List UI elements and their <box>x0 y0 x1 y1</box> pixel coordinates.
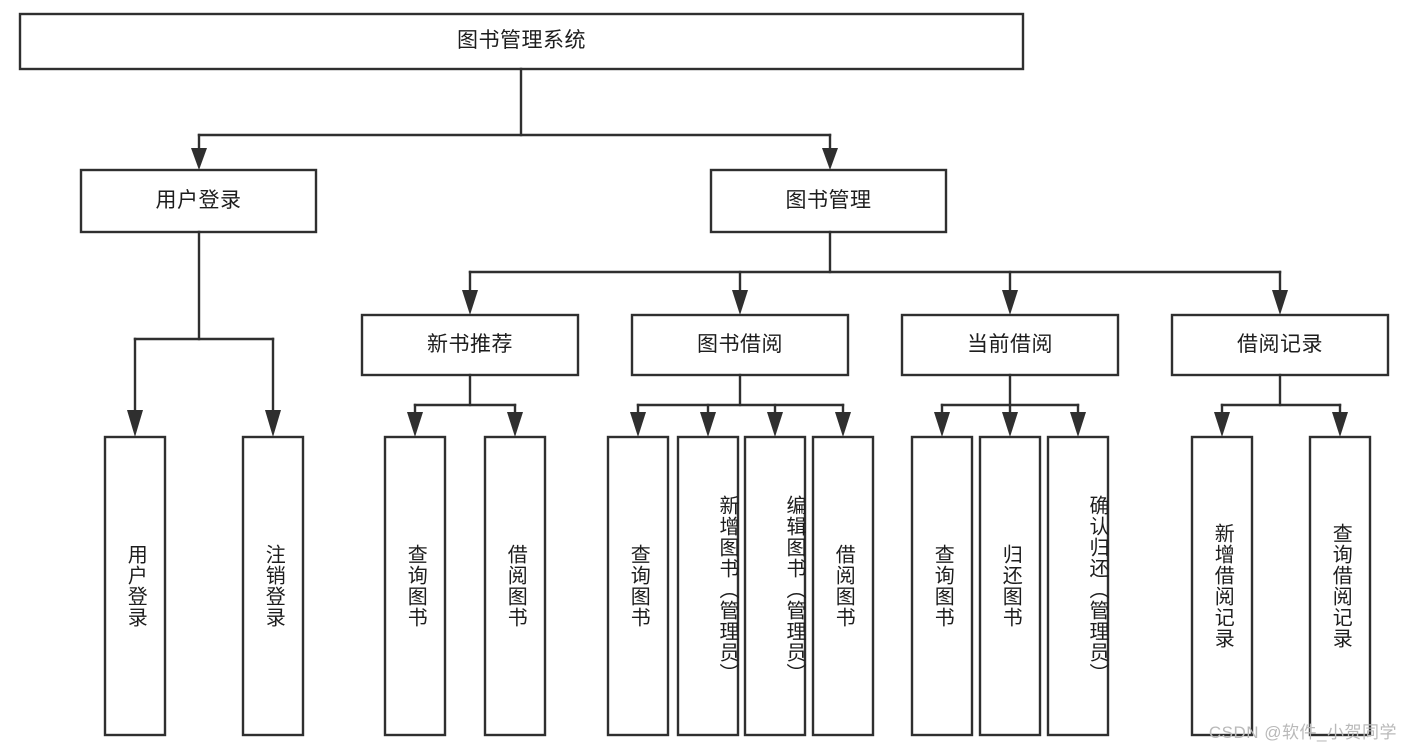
node-box-leaf-confirm-return[interactable] <box>1046 435 1110 737</box>
node-box-leaf-add-book[interactable] <box>676 435 740 737</box>
node-box-leaf-borrow-book-recommend[interactable] <box>483 435 547 737</box>
arrow-head-leaf-query-book-current <box>934 412 950 437</box>
arrow-head-leaf-query-book-borrow <box>630 412 646 437</box>
connectors-root-to-level2 <box>191 67 838 170</box>
arrow-head-leaf-return-book <box>1002 412 1018 437</box>
arrow-head-leaf-add-book <box>700 412 716 437</box>
arrow-head-leaf-borrow-book <box>835 412 851 437</box>
node-box-leaf-borrow-book[interactable] <box>811 435 875 737</box>
connectors-current-borrow-to-leaves <box>934 373 1086 437</box>
node-box-leaf-query-book-borrow[interactable] <box>606 435 670 737</box>
node-box-leaf-query-borrow-record[interactable] <box>1308 435 1372 737</box>
arrow-head-leaf-query-borrow-record <box>1332 412 1348 437</box>
arrow-head-leaf-add-borrow-record <box>1214 412 1230 437</box>
node-box-user-login[interactable] <box>79 168 318 234</box>
arrow-head-book-management <box>822 148 838 170</box>
node-box-leaf-query-book-current[interactable] <box>910 435 974 737</box>
connectors-new-book-recommend-to-leaves <box>407 373 523 437</box>
connectors-book-management-to-level3 <box>462 230 1288 315</box>
node-box-leaf-edit-book[interactable] <box>743 435 807 737</box>
node-box-root[interactable] <box>18 12 1025 71</box>
node-box-leaf-add-borrow-record[interactable] <box>1190 435 1254 737</box>
arrow-head-leaf-query-book-recommend <box>407 412 423 437</box>
connectors-user-login-to-leaves <box>127 230 281 437</box>
node-box-book-management[interactable] <box>709 168 948 234</box>
arrow-head-borrow-record <box>1272 290 1288 315</box>
arrow-head-leaf-user-login <box>127 410 143 437</box>
node-box-book-borrow[interactable] <box>630 313 850 377</box>
node-box-borrow-record[interactable] <box>1170 313 1390 377</box>
node-box-leaf-return-book[interactable] <box>978 435 1042 737</box>
node-box-leaf-query-book-recommend[interactable] <box>383 435 447 737</box>
arrow-head-current-borrow <box>1002 290 1018 315</box>
arrow-head-new-book-recommend <box>462 290 478 315</box>
node-box-leaf-logout[interactable] <box>241 435 305 737</box>
arrow-head-leaf-confirm-return <box>1070 412 1086 437</box>
arrow-head-leaf-logout <box>265 410 281 437</box>
node-boxes <box>18 12 1390 737</box>
connectors-book-borrow-to-leaves <box>630 373 851 437</box>
arrow-head-book-borrow <box>732 290 748 315</box>
arrow-head-leaf-borrow-book-recommend <box>507 412 523 437</box>
connectors-borrow-record-to-leaves <box>1214 373 1348 437</box>
arrow-head-leaf-edit-book <box>767 412 783 437</box>
node-box-current-borrow[interactable] <box>900 313 1120 377</box>
arrow-head-user-login <box>191 148 207 170</box>
node-box-new-book-recommend[interactable] <box>360 313 580 377</box>
node-box-leaf-user-login[interactable] <box>103 435 167 737</box>
